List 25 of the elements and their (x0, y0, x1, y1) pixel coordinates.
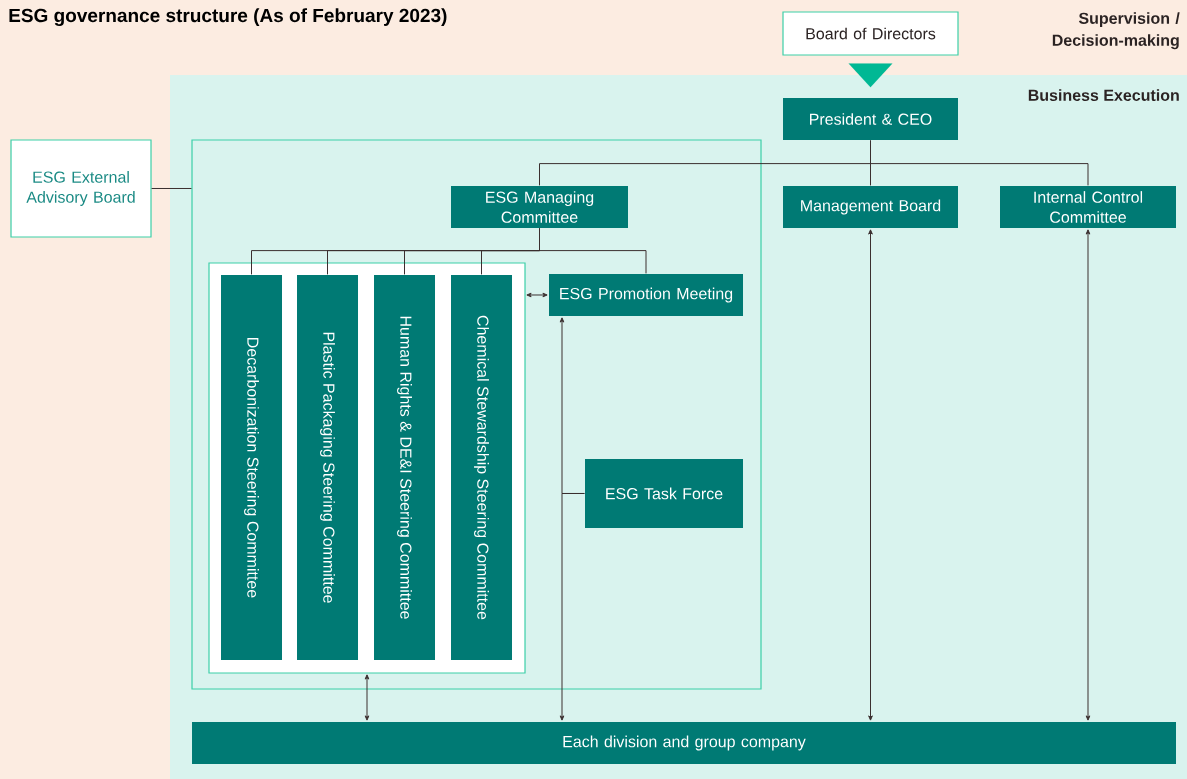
board-box: Board of Directors (782, 11, 959, 56)
chevron-arrow (848, 63, 893, 88)
connector-line (870, 140, 1089, 186)
committee-box: Chemical Stewardship Steering Committee (451, 275, 512, 660)
committee-box: Human Rights & DE&I Steering Committee (374, 275, 435, 660)
arrow (364, 674, 370, 721)
executive-box: President & CEO (783, 98, 958, 140)
connector-line (151, 188, 192, 189)
committee-box: ESG Promotion Meeting (549, 274, 743, 316)
committee-box: ESG Task Force (585, 459, 743, 528)
section-label: Supervision / Decision-making (1052, 12, 1180, 50)
arrow (868, 229, 873, 721)
committee-box: Internal Control Committee (1000, 186, 1176, 228)
group-frame (191, 139, 762, 690)
committee-box: Management Board (783, 186, 958, 228)
division-bar: Each division and group company (192, 722, 1176, 764)
arrow (526, 292, 548, 298)
committee-box: Decarbonization Steering Committee (221, 275, 282, 660)
title: ESG governance structure (As of February 2023) (9, 8, 447, 26)
committee-box: ESG Managing Committee (451, 186, 628, 228)
arrow (559, 493, 585, 721)
committee-box: Plastic Packaging Steering Committee (297, 275, 358, 660)
connector-line (539, 228, 647, 274)
arrow (1085, 229, 1091, 721)
advisory-box: ESG External Advisory Board (10, 139, 152, 238)
